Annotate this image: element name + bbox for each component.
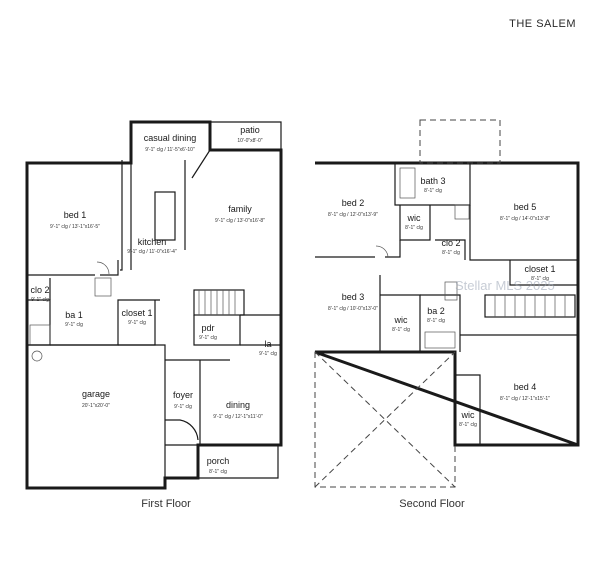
garage-wall (27, 344, 166, 488)
foyer-wall (165, 359, 230, 445)
ba1-tub (29, 324, 51, 346)
room-dims: 8'-1" clg / 12'-0"x13'-9" (328, 212, 378, 218)
bed3-wall (379, 275, 421, 352)
bath3-shower (399, 167, 416, 199)
first-floor-caption: First Floor (141, 498, 191, 510)
room-label: clo 2 (441, 238, 460, 248)
room-dims: 9'-1" clg (199, 335, 217, 341)
clo2-wall-upper (435, 239, 466, 260)
room-label: bed 1 (64, 210, 87, 220)
second-floor-labels: bed 2 8'-1" clg / 12'-0"x13'-9" bath 3 8… (328, 176, 555, 428)
patio-outline (210, 121, 282, 150)
room-label: bath 3 (420, 176, 445, 186)
room-label: closet 1 (121, 308, 152, 318)
room-dims: 8'-1" clg (392, 327, 410, 333)
wic-lower-wall (455, 374, 481, 445)
room-dims: 8'-1" clg / 10'-0"x13'-0" (328, 306, 378, 312)
room-dims: 8'-1" clg (405, 225, 423, 231)
water-heater (31, 350, 43, 362)
second-floor-caption: Second Floor (399, 498, 465, 510)
room-dims: 9'-1" clg / 13'-0"x16'-8" (215, 218, 265, 224)
kitchen-counter (120, 160, 123, 271)
room-label: wic (461, 410, 475, 420)
ba2-tub (424, 331, 456, 349)
bed1-wall (27, 260, 119, 276)
patio-roof-outline (419, 119, 501, 164)
bed5-wall (469, 205, 578, 261)
room-dims: 8'-1" clg (424, 188, 442, 194)
room-dims: 8'-1" clg (459, 422, 477, 428)
upper-stair (484, 294, 576, 318)
room-label: casual dining (144, 133, 197, 143)
bed2-wall (315, 240, 401, 258)
clo2-wall (27, 299, 51, 346)
upper-stair-treads (494, 295, 566, 317)
room-label: bed 5 (514, 202, 537, 212)
room-label: bed 2 (342, 198, 365, 208)
room-label: porch (207, 456, 230, 466)
la-wall (240, 314, 281, 346)
room-dims: 10'-0"x8'-0" (237, 138, 262, 144)
room-dims: 8'-1" clg (442, 250, 460, 256)
room-label: pdr (201, 323, 214, 333)
room-dims: 8'-1" clg (531, 276, 549, 282)
first-floor-labels: casual dining 9'-1" clg / 11'-5"x6'-10" … (30, 125, 277, 475)
bed2-door (375, 245, 389, 258)
room-dims: 9'-1" clg / 12'-1"x11'-0" (213, 414, 263, 420)
room-dims: 9'-1" clg / 11'-5"x6'-10" (145, 147, 195, 153)
family-angled-wall (191, 149, 211, 179)
bath3-toilet (454, 204, 470, 220)
second-floor-plan (314, 119, 580, 488)
room-label: family (228, 204, 252, 214)
room-label: ba 2 (427, 306, 445, 316)
porch-outline (164, 445, 279, 488)
first-floor-exterior-wall (25, 120, 283, 490)
room-dims: 9'-1" clg (259, 351, 277, 357)
room-label: dining (226, 400, 250, 410)
room-dims: 9'-1" clg (65, 322, 83, 328)
room-label: patio (240, 125, 260, 135)
wic-upper-wall (399, 205, 431, 241)
room-label: bed 3 (342, 292, 365, 302)
closet1-upper-wall (509, 260, 578, 286)
watermark: Stellar MLS 2025 (455, 278, 555, 293)
front-door (165, 419, 199, 441)
room-label: clo 2 (30, 285, 49, 295)
room-dims: 20'-1"x20'-0" (82, 403, 110, 409)
room-dims: 8'-1" clg (427, 318, 445, 324)
room-dims: 9'-1" clg (31, 297, 49, 303)
plan-title: THE SALEM (509, 18, 576, 30)
room-label: garage (82, 389, 110, 399)
room-dims: 8'-1" clg / 12'-1"x15'-1" (500, 396, 550, 402)
garage-roof-outline (314, 352, 456, 488)
room-dims: 9'-1" clg / 11'-0"x16'-4" (127, 249, 177, 255)
room-label: wic (407, 213, 421, 223)
room-label: closet 1 (524, 264, 555, 274)
room-label: wic (394, 315, 408, 325)
room-label: bed 4 (514, 382, 537, 392)
ba1-toilet (94, 277, 112, 297)
room-label: la (264, 339, 271, 349)
stair (193, 289, 245, 316)
roof-diagonals (314, 351, 456, 488)
room-dims: 9'-1" clg (174, 404, 192, 410)
ba2-wall (420, 294, 461, 352)
room-label: foyer (173, 390, 193, 400)
bath3-wall (394, 163, 471, 206)
ba2-toilet (444, 281, 458, 301)
room-label: ba 1 (65, 310, 83, 320)
room-label: kitchen (138, 237, 167, 247)
room-dims: 9'-1" clg (128, 320, 146, 326)
stair-treads (198, 290, 236, 315)
first-floor-plan (25, 120, 283, 490)
pdr-wall (193, 315, 241, 346)
kitchen-island (154, 191, 176, 241)
bed1-door-swing (96, 261, 110, 275)
room-dims: 8'-1" clg (209, 469, 227, 475)
room-dims: 9'-1" clg / 13'-1"x16'-5" (50, 224, 100, 230)
room-dims: 8'-1" clg / 14'-0"x13'-8" (500, 216, 550, 222)
